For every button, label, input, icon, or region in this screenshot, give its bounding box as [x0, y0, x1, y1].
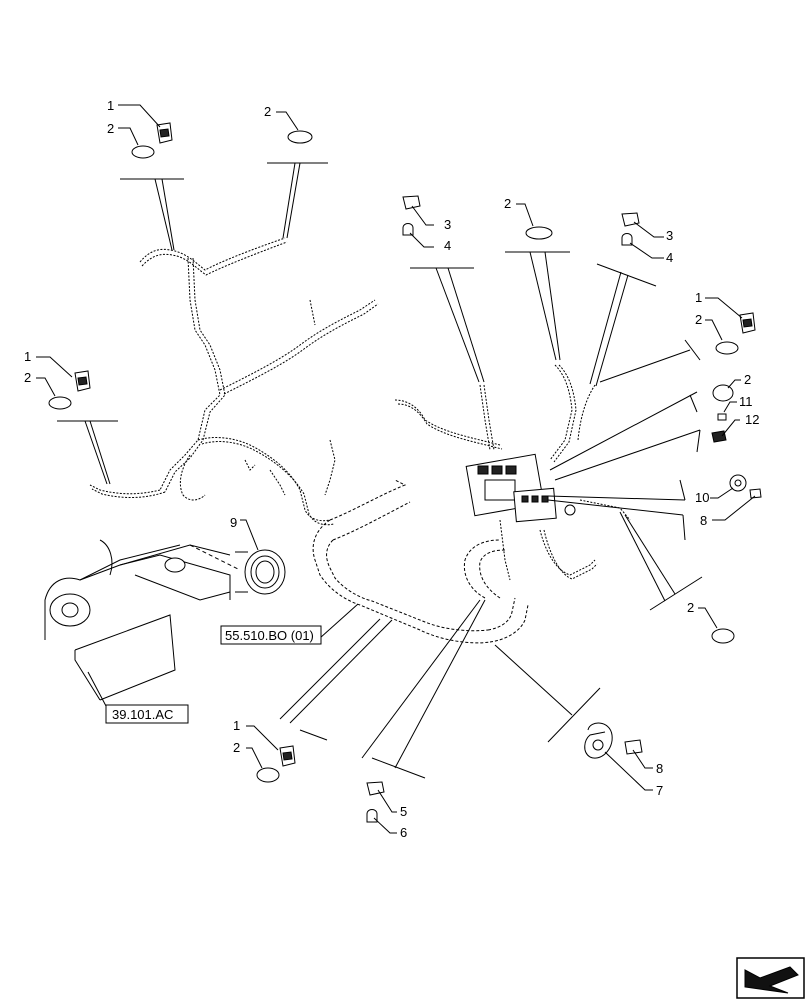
callout-3: 3	[444, 217, 451, 232]
callout-2: 2	[744, 372, 751, 387]
callout-9: 9	[230, 515, 237, 530]
callout-7: 7	[656, 783, 663, 798]
next-page-arrow-icon[interactable]	[736, 957, 805, 999]
reference-39101[interactable]: 39.101.AC	[105, 704, 189, 724]
callout-2: 2	[24, 370, 31, 385]
callout-1: 1	[695, 290, 702, 305]
callout-2: 2	[504, 196, 511, 211]
callout-12: 12	[745, 412, 759, 427]
reference-55510[interactable]: 55.510.BO (01)	[220, 625, 322, 645]
callout-4: 4	[666, 250, 673, 265]
callout-2: 2	[107, 121, 114, 136]
callout-3: 3	[666, 228, 673, 243]
callout-4: 4	[444, 238, 451, 253]
reference-55510-label: 55.510.BO (01)	[225, 628, 314, 643]
callout-6: 6	[400, 825, 407, 840]
callout-2: 2	[233, 740, 240, 755]
callout-8: 8	[656, 761, 663, 776]
callout-8: 8	[700, 513, 707, 528]
callout-2: 2	[687, 600, 694, 615]
leader-lines	[36, 104, 756, 834]
callout-11: 11	[739, 394, 753, 409]
fuse-relay-box	[465, 453, 576, 523]
machine-frame	[44, 539, 241, 701]
callout-numbers: 1 2 2 1 2 3 4 2 3 4 1 2 2 11 12 10 8 2 8…	[24, 98, 759, 840]
callout-10: 10	[695, 490, 709, 505]
callout-2: 2	[264, 104, 271, 119]
reference-39101-label: 39.101.AC	[112, 707, 173, 722]
callout-1: 1	[107, 98, 114, 113]
part-glyphs	[48, 122, 762, 823]
wiring-harness	[89, 237, 631, 644]
callout-1: 1	[24, 349, 31, 364]
callout-2: 2	[695, 312, 702, 327]
callout-5: 5	[400, 804, 407, 819]
callout-1: 1	[233, 718, 240, 733]
grommet-part-9	[235, 549, 286, 595]
